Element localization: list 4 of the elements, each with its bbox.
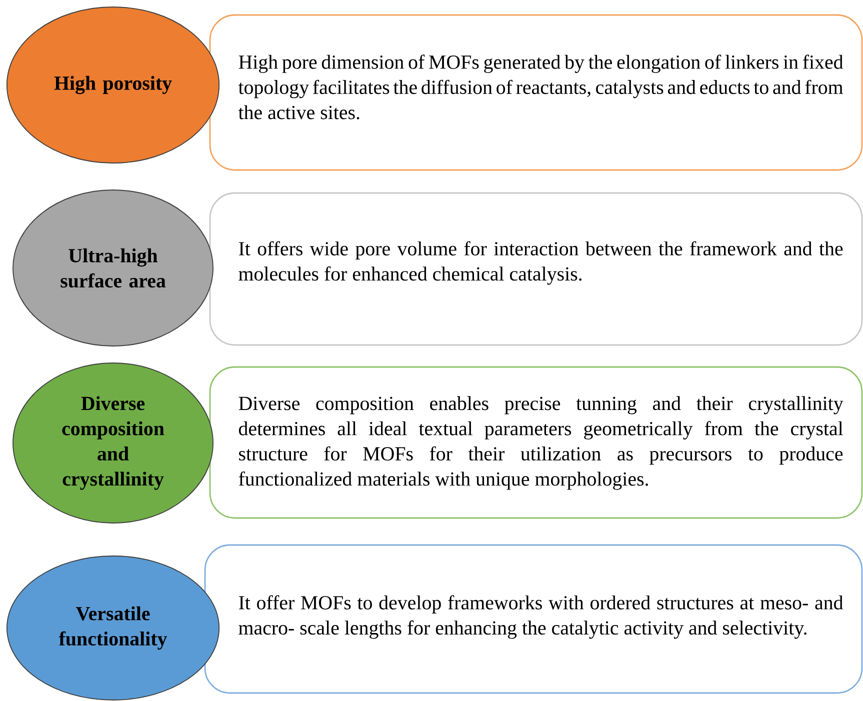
text-box: Diverse composition enables precise tunning and their crystallinity determines all ideal textual parameters geometrically from the crystal structure for MOFs for their utilization as precursors to produce functionalized materials with unique morphologies. <box>209 366 863 519</box>
text-box: High pore dimension of MOFs generated by the elongation of linkers in fixed topology facilitates the diffusion of reactants, catalysts and educts to and from the active sites. <box>209 14 863 171</box>
text-box: It offer MOFs to develop frameworks with ordered structures at meso- and macro- scale lengths for enhancing the catalytic activity and selectivity. <box>204 544 863 694</box>
text-box: It offers wide pore volume for interaction between the framework and the molecules for enhanced chemical catalysis. <box>209 192 863 346</box>
